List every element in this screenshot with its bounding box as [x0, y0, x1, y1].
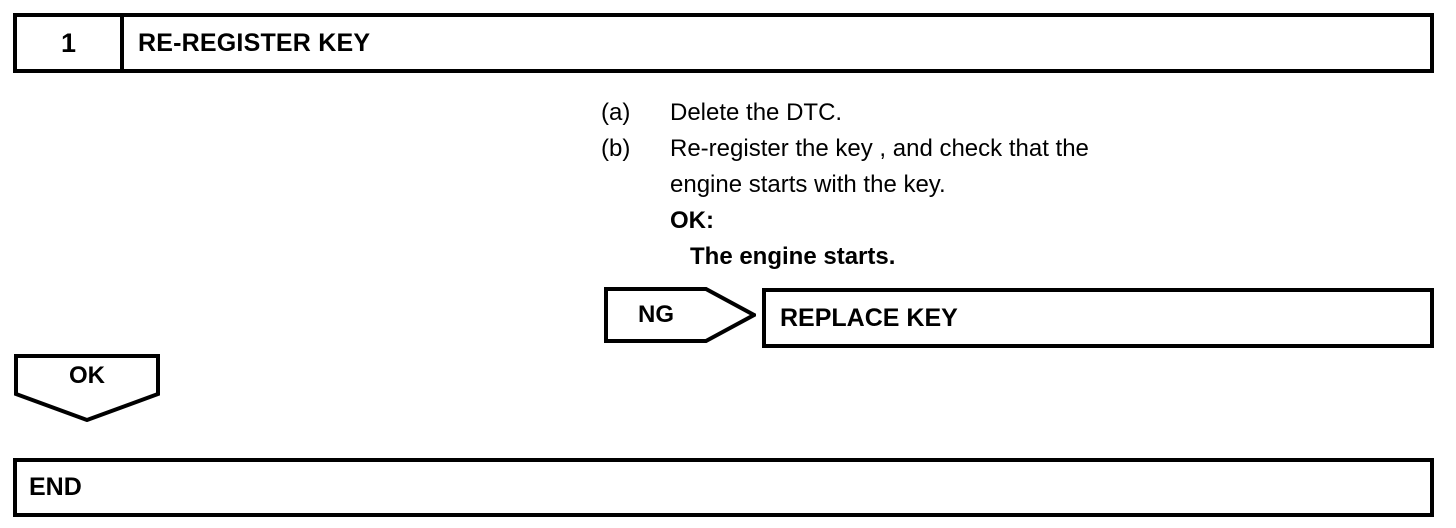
step-number-cell: 1	[17, 17, 124, 69]
instruction-line-ok-result: The engine starts.	[601, 240, 1301, 276]
step-title: RE-REGISTER KEY	[138, 28, 371, 57]
step-number: 1	[60, 27, 77, 58]
ok-branch-arrow: OK	[14, 354, 160, 422]
instruction-text-b: Re-register the key , and check that the	[670, 135, 1089, 162]
instruction-text-a: Delete the DTC.	[670, 99, 843, 126]
end-label: END	[29, 473, 82, 501]
end-box: END	[13, 458, 1434, 517]
instruction-marker-a: (a)	[601, 99, 631, 126]
instruction-text-b-continued: engine starts with the key.	[670, 171, 946, 198]
instruction-line-b-cont: engine starts with the key.	[601, 168, 1301, 204]
instruction-line-b: (b) Re-register the key , and check that…	[601, 132, 1301, 168]
instruction-block: (a) Delete the DTC. (b) Re-register the …	[601, 96, 1301, 276]
step-header-box: 1 RE-REGISTER KEY	[13, 13, 1434, 73]
replace-key-box: REPLACE KEY	[762, 288, 1434, 348]
replace-key-label: REPLACE KEY	[780, 303, 958, 332]
ng-branch-arrow: NG	[604, 287, 756, 343]
ok-arrow-shape	[14, 354, 160, 422]
ng-arrow-shape	[604, 287, 756, 343]
instruction-line-ok-label: OK:	[601, 204, 1301, 240]
instruction-line-a: (a) Delete the DTC.	[601, 96, 1301, 132]
step-title-cell: RE-REGISTER KEY	[124, 17, 1430, 69]
ok-criteria-label: OK:	[670, 207, 714, 234]
ng-branch-label: NG	[638, 301, 674, 328]
ok-criteria-result: The engine starts.	[690, 243, 896, 270]
ok-branch-label: OK	[69, 362, 105, 389]
instruction-marker-b: (b)	[601, 135, 631, 162]
